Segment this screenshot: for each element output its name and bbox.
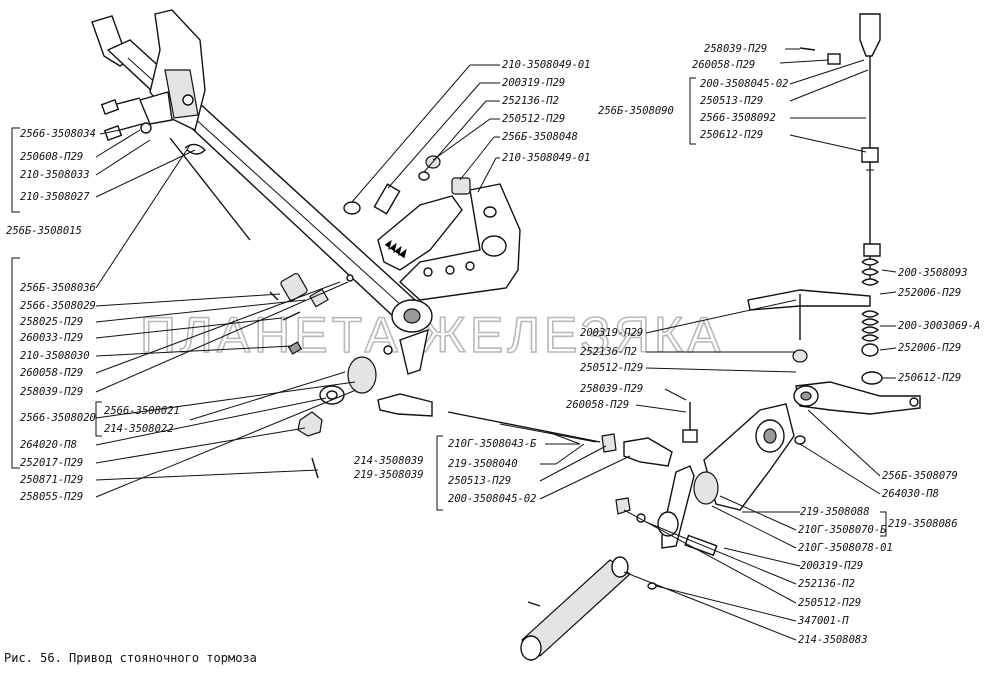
lower-shaft <box>520 556 657 661</box>
label-left-7: 258025-П29 <box>20 316 83 328</box>
parts-drawing <box>91 9 921 661</box>
leader-lines <box>11 48 897 641</box>
label-left-16: 252017-П29 <box>20 457 83 469</box>
label-rod-left-1: 219-3508039 <box>354 469 424 481</box>
label-rod-group-2: 250513-П29 <box>448 475 511 487</box>
label-lower-right-5: 250512-П29 <box>798 597 861 609</box>
label-left-9: 210-3508030 <box>20 350 90 362</box>
label-left-14: 214-3508022 <box>104 423 174 435</box>
label-right-1: 252006-П29 <box>898 287 961 299</box>
labels-left: 2566-3508034 250608-П29 210-3508033 210-… <box>6 128 180 503</box>
label-rod-group-3: 200-3508045-02 <box>448 493 537 505</box>
label-upper-mid-1: 200319-П29 <box>502 77 565 89</box>
labels-lower-right: 219-3508088 210Г-3508070-Б 210Г-3508078-… <box>797 506 893 646</box>
labels-upper-mid: 210-3508049-01 200319-П29 252136-П2 2505… <box>502 59 591 164</box>
label-upper-mid-5: 210-3508049-01 <box>502 152 591 164</box>
label-right-5: 256Б-3508079 <box>882 470 958 482</box>
label-center-0: 200319-П29 <box>580 327 643 339</box>
label-left-11: 258039-П29 <box>20 386 83 398</box>
left-small-parts <box>269 272 377 479</box>
center-rod <box>377 393 698 467</box>
label-lower-right-3: 200319-П29 <box>800 560 863 572</box>
label-left-6: 2566-3508029 <box>20 300 96 312</box>
label-lower-right-4: 252136-П2 <box>798 578 855 590</box>
lever-pivot <box>383 299 433 375</box>
label-rod-group-0: 210Г-3508043-Б <box>448 438 537 450</box>
label-rod-group-1: 219-3508040 <box>448 458 518 470</box>
label-top-right-0: 258039-П29 <box>704 43 767 55</box>
bolts-top-left <box>100 97 152 141</box>
label-left-12: 2566-3508020 <box>20 412 96 424</box>
label-right-3: 252006-П29 <box>898 342 961 354</box>
label-right-0: 200-3508093 <box>898 267 968 279</box>
label-left-2: 210-3508033 <box>20 169 90 181</box>
label-upper-mid-2: 252136-П2 <box>502 95 559 107</box>
label-left-15: 264020-П8 <box>20 439 77 451</box>
label-left-8: 260033-П29 <box>20 332 83 344</box>
label-left-5: 256Б-3508036 <box>20 282 96 294</box>
label-left-0: 2566-3508034 <box>20 128 96 140</box>
label-upper-mid-0: 210-3508049-01 <box>502 59 591 71</box>
labels-rod-group: 210Г-3508043-Б 219-3508040 250513-П29 20… <box>354 438 537 505</box>
label-right-2: 200-3003069-А <box>898 320 980 332</box>
label-center-1: 252136-П2 <box>580 346 637 358</box>
label-upper-mid-3: 250512-П29 <box>502 113 565 125</box>
label-left-10: 260058-П29 <box>20 367 83 379</box>
label-left-4: 256Б-3508015 <box>6 225 82 237</box>
label-left-3: 210-3508027 <box>20 191 90 203</box>
label-rod-left-0: 214-3508039 <box>354 455 424 467</box>
right-arm <box>747 289 921 445</box>
label-lower-right-0: 219-3508088 <box>800 506 870 518</box>
label-center-2: 250512-П29 <box>580 362 643 374</box>
label-left-18: 258055-П29 <box>20 491 83 503</box>
labels-center: 200319-П29 252136-П2 250512-П29 258039-П… <box>566 327 643 411</box>
label-left-17: 250871-П29 <box>20 474 83 486</box>
figure-caption: Рис. 56. Привод стояночного тормоза <box>4 651 257 665</box>
label-center-4: 260058-П29 <box>566 399 629 411</box>
label-right-7: 219-3508086 <box>888 518 958 530</box>
label-lower-right-6: 347001-П <box>797 615 849 627</box>
label-left-13: 2566-3508021 <box>104 405 180 417</box>
right-vertical-rod <box>799 13 881 286</box>
label-top-right-2: 200-3508045-02 <box>700 78 789 90</box>
label-top-right-4: 2566-3508092 <box>700 112 776 124</box>
label-upper-mid-4: 256Б-3508048 <box>502 131 578 143</box>
labels-top-right: 258039-П29 260058-П29 200-3508045-02 250… <box>598 43 789 141</box>
label-top-right-1: 260058-П29 <box>692 59 755 71</box>
label-top-right-3: 250513-П29 <box>700 95 763 107</box>
labels-right: 200-3508093 252006-П29 200-3003069-А 252… <box>882 267 980 530</box>
label-top-right-group: 256Б-3508090 <box>598 105 674 117</box>
hand-lever <box>91 9 417 319</box>
lower-right-bracket <box>615 403 795 557</box>
label-top-right-5: 250612-П29 <box>700 129 763 141</box>
label-right-6: 264030-П8 <box>882 488 939 500</box>
label-lower-right-2: 210Г-3508078-01 <box>798 542 893 554</box>
label-center-3: 258039-П29 <box>580 383 643 395</box>
sector-bracket <box>343 155 521 301</box>
label-right-4: 250612-П29 <box>898 372 961 384</box>
label-lower-right-1: 210Г-3508070-Б <box>798 524 887 536</box>
label-left-1: 250608-П29 <box>20 151 83 163</box>
label-lower-right-7: 214-3508083 <box>798 634 868 646</box>
